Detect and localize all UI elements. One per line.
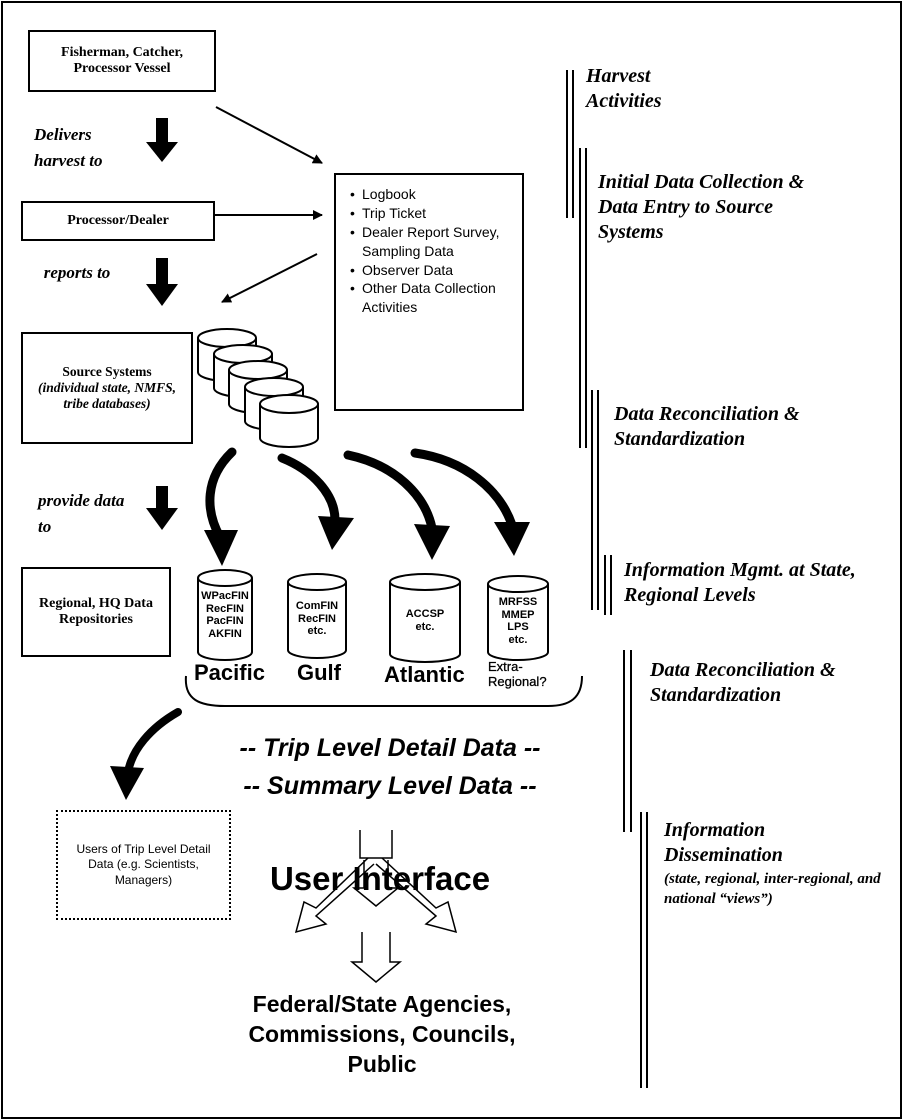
repository-cylinder-pacific — [197, 569, 253, 661]
delivers-harvest-label: Delivers harvest to — [34, 125, 103, 171]
processor-dealer-box: Processor/Dealer — [21, 201, 215, 241]
processor-dealer-label: Processor/Dealer — [67, 213, 169, 228]
stage-data-reconciliation-2: Data Reconciliation & Standardization — [650, 659, 836, 706]
region-pacific: Pacific — [194, 660, 265, 685]
provide-data-label: provide data to — [38, 491, 125, 537]
summary-level-data-line: -- Summary Level Data -- — [243, 772, 537, 800]
curved-arrow-to-extra-regional — [410, 448, 530, 556]
repo-pacific-line: PacFIN — [206, 615, 244, 628]
stage-bars — [566, 70, 648, 1088]
region-atlantic: Atlantic — [384, 662, 465, 687]
source-systems-title: Source Systems — [62, 364, 152, 379]
stage-information-mgmt: Information Mgmt. at State, Regional Lev… — [624, 559, 856, 606]
repo-pacific-line: RecFIN — [206, 602, 244, 615]
fisherman-box-label: Fisherman, Catcher, Processor Vessel — [61, 45, 183, 76]
collection-item: Logbook — [350, 185, 514, 204]
users-detail-box: Users of Trip Level Detail Data (e.g. Sc… — [56, 810, 231, 920]
repo-extra-line: MRFSS — [498, 596, 538, 608]
stage-harvest-activities: Harvest Activities — [586, 65, 662, 112]
trip-level-data-line: -- Trip Level Detail Data -- — [239, 734, 541, 762]
region-gulf: Gulf — [297, 660, 341, 685]
source-database-stack — [197, 328, 319, 448]
collection-item: Trip Ticket — [350, 204, 514, 223]
data-collection-box: Logbook Trip Ticket Dealer Report Survey… — [334, 173, 524, 411]
repo-extra-line: MMEP — [501, 608, 535, 621]
collection-item: Observer Data — [350, 261, 514, 280]
stage-initial-data-collection: Initial Data Collection & Data Entry to … — [598, 171, 805, 243]
stage-data-reconciliation-1: Data Reconciliation & Standardization — [614, 403, 800, 450]
arrow-collection-to-source — [221, 253, 318, 303]
stage-dissemination-note: (state, regional, inter-regional, and na… — [664, 871, 881, 907]
repo-atlantic-line: ACCSP — [405, 608, 445, 620]
repo-extra-line: etc. — [508, 633, 528, 646]
collection-item: Dealer Report Survey, Sampling Data — [350, 223, 514, 261]
repo-atlantic-line: etc. — [415, 620, 435, 633]
fisherman-box: Fisherman, Catcher, Processor Vessel — [28, 30, 216, 92]
curved-arrow-to-atlantic — [343, 450, 450, 560]
curved-arrow-to-pacific — [204, 447, 238, 566]
regional-repositories-label: Regional, HQ Data Repositories — [39, 596, 153, 627]
repo-extra-regional-systems: MRFSS MMEP LPS etc. — [488, 596, 548, 647]
block-arrow-provide — [146, 486, 178, 530]
repository-cylinder-gulf — [287, 573, 347, 659]
user-interface-label: User Interface — [269, 860, 491, 897]
repository-brace — [184, 675, 583, 707]
stage-information-dissemination: Information Dissemination (state, region… — [664, 818, 884, 909]
repo-gulf-line: etc. — [307, 625, 327, 638]
repo-gulf-line: RecFIN — [298, 612, 336, 625]
repo-gulf-line: ComFIN — [295, 600, 339, 612]
arrow-fisherman-to-collection — [215, 106, 323, 164]
repo-pacific-line: AKFIN — [208, 627, 242, 640]
curved-arrow-to-gulf — [277, 453, 354, 550]
block-arrow-delivers — [146, 118, 178, 162]
repo-extra-line: LPS — [507, 621, 529, 634]
audience-label: Federal/State Agencies, Commissions, Cou… — [248, 991, 516, 1077]
regional-repositories-box: Regional, HQ Data Repositories — [21, 567, 171, 657]
repo-pacific-systems: WPacFIN RecFIN PacFIN AKFIN — [198, 590, 252, 641]
region-extra-regional: Extra-Regional? — [488, 659, 547, 689]
repo-gulf-systems: ComFIN RecFIN etc. — [288, 600, 346, 638]
curved-arrow-to-users — [110, 708, 182, 800]
source-systems-subtitle: (individual state, NMFS, tribe databases… — [37, 380, 177, 411]
users-detail-label: Users of Trip Level Detail Data (e.g. Sc… — [76, 841, 211, 887]
source-systems-box: Source Systems (individual state, NMFS, … — [21, 332, 193, 444]
reports-to-label: reports to — [43, 263, 111, 282]
user-interface-arrows — [294, 830, 458, 983]
collection-item: Other Data Collection Activities — [350, 279, 514, 317]
repo-pacific-line: WPacFIN — [201, 590, 249, 602]
stage-dissemination-title: Information Dissemination — [664, 819, 783, 866]
repository-cylinder-extra-regional — [487, 575, 549, 661]
repository-cylinder-atlantic — [389, 573, 461, 663]
repo-atlantic-systems: ACCSP etc. — [390, 608, 460, 633]
block-arrow-reports — [146, 258, 178, 306]
data-collection-list: Logbook Trip Ticket Dealer Report Survey… — [348, 185, 514, 317]
